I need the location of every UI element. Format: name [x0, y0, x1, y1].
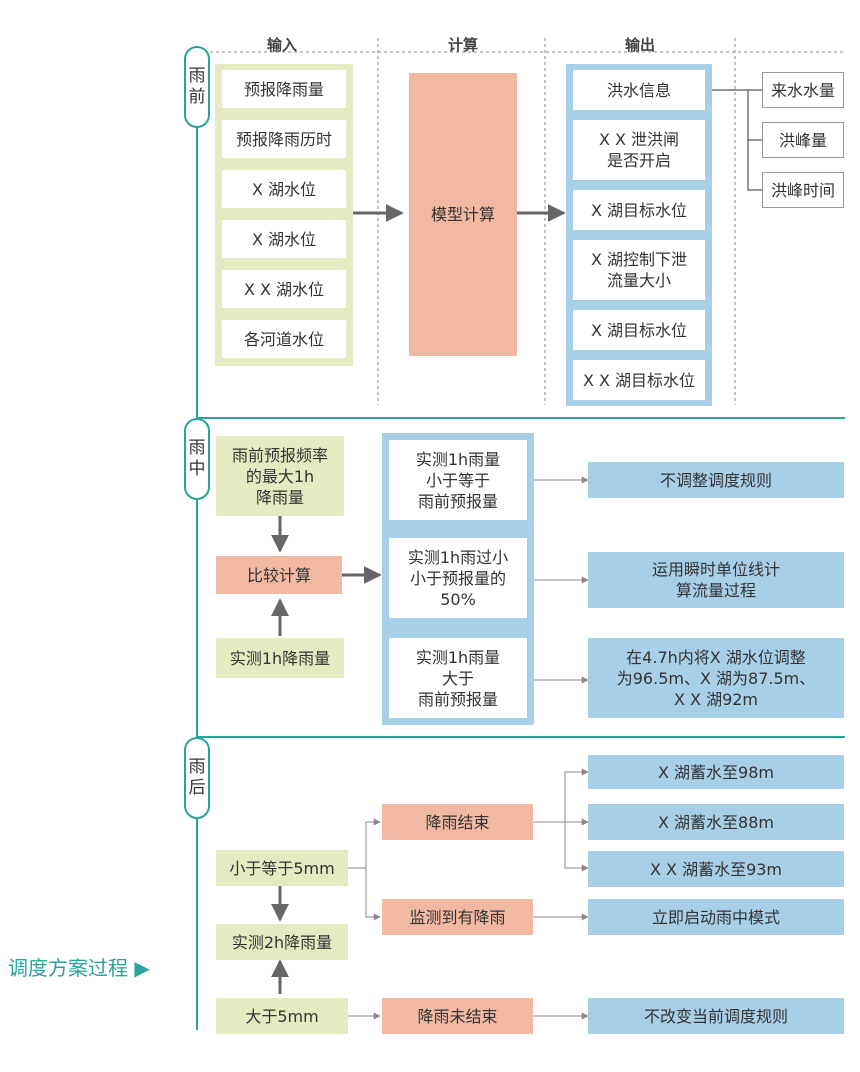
- flood-info-item: 洪峰时间: [762, 172, 844, 208]
- flood-info-item: 来水水量: [762, 72, 844, 108]
- forecast-rainfall-box: 雨前预报频率 的最大1h 降雨量: [216, 436, 344, 516]
- input-item: 预报降雨历时: [222, 120, 346, 158]
- rain-detected-box: 监测到有降雨: [382, 899, 533, 935]
- compare-compute-box: 比较计算: [216, 556, 342, 594]
- diagram-caption: 调度方案过程 ▶: [8, 956, 150, 980]
- storage-box: X 湖蓄水至88m: [588, 804, 844, 840]
- output-item: X X 湖目标水位: [573, 360, 705, 400]
- output-item: X X 泄洪闸 是否开启: [573, 120, 705, 180]
- flood-info-item: 洪峰量: [762, 122, 844, 158]
- section-label-after: 雨 后: [184, 737, 210, 819]
- section-label-during: 雨 中: [184, 418, 210, 500]
- section-label-before: 雨 前: [184, 46, 210, 128]
- column-header-output: 输出: [624, 36, 655, 54]
- rain-not-end-box: 降雨未结束: [382, 998, 533, 1034]
- le-5mm-box: 小于等于5mm: [216, 850, 348, 886]
- input-panel: [215, 64, 353, 366]
- condition-item: 实测1h雨过小 小于预报量的 50%: [389, 538, 527, 618]
- input-item: 各河道水位: [222, 320, 346, 358]
- column-header-compute: 计算: [447, 36, 478, 54]
- input-item: 预报降雨量: [222, 70, 346, 108]
- output-item: X 湖目标水位: [573, 190, 705, 230]
- storage-box: X X 湖蓄水至93m: [588, 851, 844, 887]
- output-item: X 湖目标水位: [573, 310, 705, 350]
- measured-2h-box: 实测2h降雨量: [216, 924, 348, 960]
- keep-rule-box: 不改变当前调度规则: [588, 998, 844, 1034]
- model-compute-box: 模型计算: [409, 73, 517, 356]
- input-item: X X 湖水位: [222, 270, 346, 308]
- column-header-input: 输入: [266, 36, 297, 54]
- action-box: 运用瞬时单位线计 算流量过程: [588, 552, 844, 608]
- gt-5mm-box: 大于5mm: [216, 998, 348, 1034]
- output-item: 洪水信息: [573, 70, 705, 110]
- input-item: X 湖水位: [222, 170, 346, 208]
- storage-box: X 湖蓄水至98m: [588, 755, 844, 789]
- input-item: X 湖水位: [222, 220, 346, 258]
- rain-end-box: 降雨结束: [382, 804, 533, 840]
- measured-1h-box: 实测1h降雨量: [216, 638, 344, 678]
- output-panel: [566, 64, 712, 406]
- output-item: X 湖控制下泄 流量大小: [573, 240, 705, 300]
- action-box: 在4.7h内将X 湖水位调整 为96.5m、X 湖为87.5m、 X X 湖92…: [588, 638, 844, 718]
- condition-item: 实测1h雨量 小于等于 雨前预报量: [389, 440, 527, 520]
- start-mode-box: 立即启动雨中模式: [588, 899, 844, 935]
- action-box: 不调整调度规则: [588, 462, 844, 498]
- condition-item: 实测1h雨量 大于 雨前预报量: [389, 638, 527, 718]
